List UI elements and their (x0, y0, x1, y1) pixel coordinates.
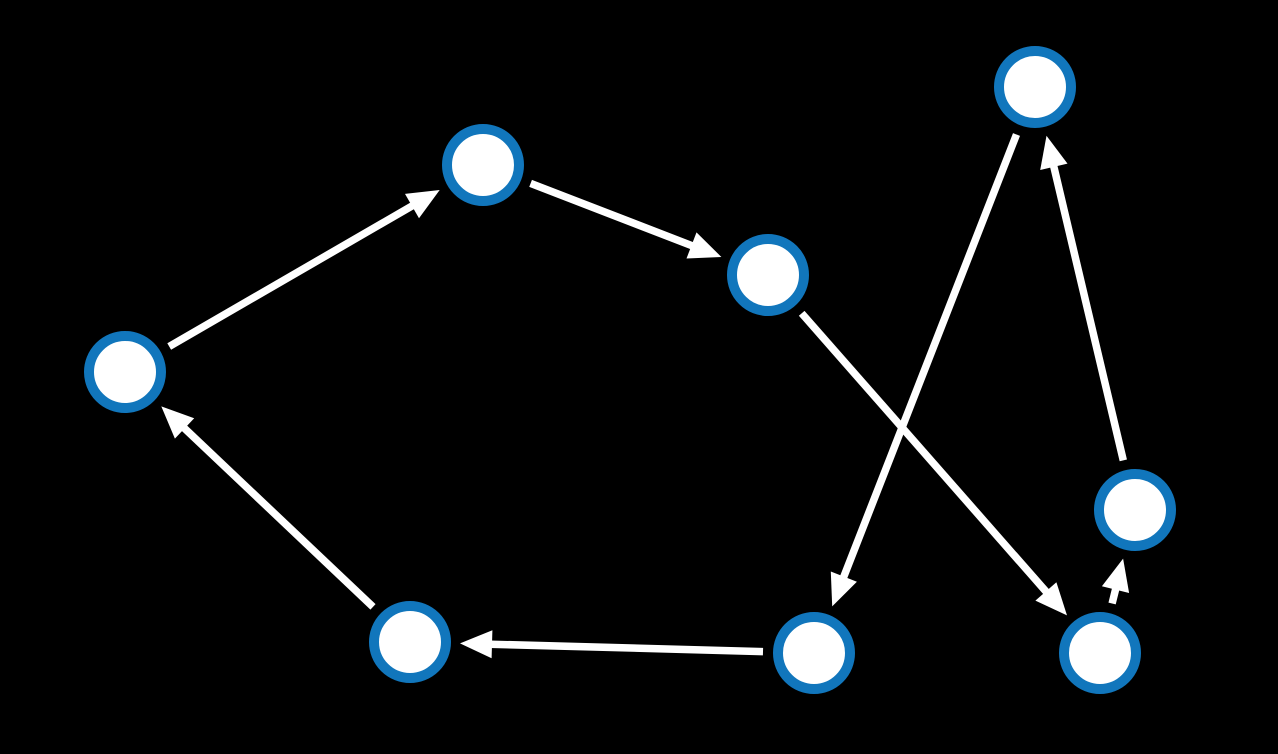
graph-node-center (727, 234, 809, 316)
edge-arrowhead (405, 190, 440, 219)
graph-edge-right-to-top-right (1040, 135, 1127, 462)
graph-node-top-middle (442, 124, 524, 206)
edge-arrowhead (1035, 582, 1067, 616)
edge-arrowhead (686, 232, 722, 259)
edge-arrowhead (161, 406, 195, 439)
edge-arrowhead (830, 571, 857, 607)
graph-edge-bottom-left-to-left (161, 406, 376, 610)
edge-arrowhead (460, 630, 493, 659)
graph-edge-center-to-bottom-right (798, 310, 1067, 616)
graph-node-top-right (994, 46, 1076, 128)
edge-line (1108, 586, 1120, 605)
graph-node-bottom-right (1059, 612, 1141, 694)
graph-node-right (1094, 469, 1176, 551)
edge-line (180, 424, 376, 610)
edge-line (839, 133, 1020, 580)
edge-layer (161, 133, 1130, 659)
graph-node-bottom-middle (773, 612, 855, 694)
graph-edge-top-middle-to-center (529, 179, 722, 259)
graph-edge-bottom-middle-to-bottom-left (460, 630, 764, 659)
graph-edge-bottom-right-to-right (1101, 558, 1130, 605)
graph-edge-left-to-top-middle (167, 190, 440, 350)
graph-node-left (84, 331, 166, 413)
node-layer (84, 46, 1176, 694)
graph-edge-top-right-to-bottom-middle (830, 133, 1020, 607)
edge-line (489, 640, 764, 656)
edge-line (1049, 164, 1127, 462)
edge-arrowhead (1040, 135, 1068, 170)
edge-line (167, 201, 416, 350)
edge-arrowhead (1101, 558, 1130, 593)
graph-node-bottom-left (369, 601, 451, 683)
edge-line (798, 310, 1051, 596)
edge-line (529, 179, 695, 250)
